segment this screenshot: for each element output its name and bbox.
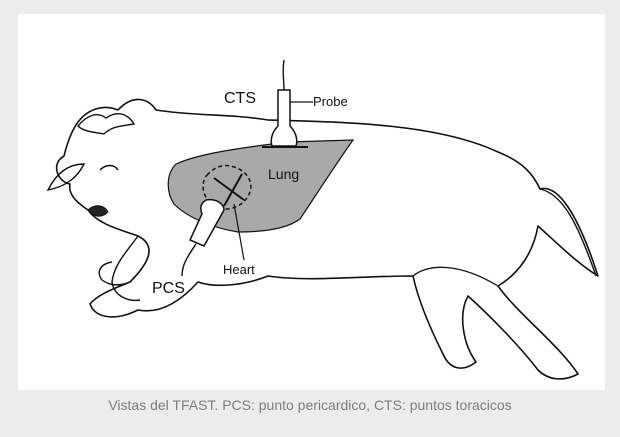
cts-label: CTS xyxy=(224,90,256,108)
figure-panel: CTS Probe Lung Heart PCS xyxy=(18,14,605,390)
lung-region xyxy=(168,140,353,232)
dog-ear xyxy=(78,114,134,134)
dog-tail xyxy=(540,189,596,276)
cts-probe-cable xyxy=(283,60,284,90)
figure-caption: Vistas del TFAST. PCS: punto pericardico… xyxy=(0,397,620,413)
dog-eye xyxy=(100,166,118,171)
heart-label: Heart xyxy=(223,262,255,277)
cts-probe xyxy=(271,90,297,146)
probe-label: Probe xyxy=(313,94,348,109)
dog-front-leg-lower xyxy=(112,236,140,300)
pcs-probe-cable xyxy=(182,244,196,276)
dog-tfast-diagram xyxy=(18,14,605,390)
pcs-label: PCS xyxy=(152,280,185,298)
lung-label: Lung xyxy=(268,166,299,182)
dog-ear-flap xyxy=(48,164,84,190)
dog-hind-leg xyxy=(413,267,498,286)
